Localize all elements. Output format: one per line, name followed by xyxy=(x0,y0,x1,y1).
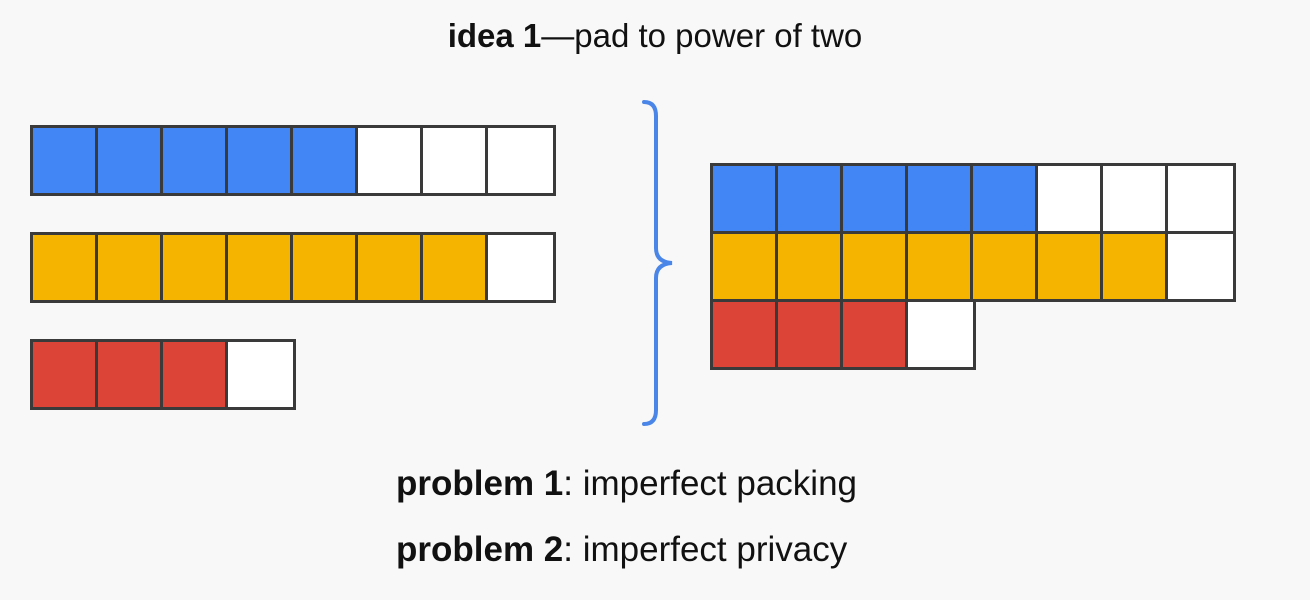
right-brace-icon xyxy=(642,100,673,426)
blue-cell xyxy=(293,128,358,193)
blue-cell xyxy=(843,166,908,231)
packed-yellow-row xyxy=(710,234,1236,302)
blue-cell xyxy=(778,166,843,231)
slide-title: idea 1—pad to power of two xyxy=(0,14,1310,58)
blue-cell xyxy=(973,166,1038,231)
empty-cell xyxy=(228,342,293,407)
blue-cell xyxy=(163,128,228,193)
yellow-cell xyxy=(973,234,1038,299)
blue-row xyxy=(30,125,556,196)
red-cell xyxy=(843,302,908,367)
yellow-row xyxy=(30,232,556,303)
title-bold: idea 1 xyxy=(447,17,542,54)
yellow-cell xyxy=(228,235,293,300)
blue-cell xyxy=(98,128,163,193)
yellow-cell xyxy=(908,234,973,299)
red-cell xyxy=(98,342,163,407)
yellow-cell xyxy=(1038,234,1103,299)
problem-2-bold: problem 2 xyxy=(396,530,564,569)
packed-red-row xyxy=(710,302,976,370)
yellow-cell xyxy=(713,234,778,299)
red-cell xyxy=(33,342,98,407)
red-cell xyxy=(163,342,228,407)
yellow-cell xyxy=(1103,234,1168,299)
empty-cell xyxy=(1168,166,1233,231)
yellow-cell xyxy=(423,235,488,300)
yellow-cell xyxy=(778,234,843,299)
red-cell xyxy=(713,302,778,367)
yellow-cell xyxy=(98,235,163,300)
problem-2: problem 2: imperfect privacy xyxy=(396,528,847,572)
title-rest: —pad to power of two xyxy=(541,17,863,54)
empty-cell xyxy=(488,235,553,300)
blue-cell xyxy=(908,166,973,231)
red-cell xyxy=(778,302,843,367)
blue-cell xyxy=(228,128,293,193)
packed-rows xyxy=(710,163,1236,370)
empty-cell xyxy=(1103,166,1168,231)
empty-cell xyxy=(358,128,423,193)
blue-cell xyxy=(713,166,778,231)
yellow-cell xyxy=(843,234,908,299)
empty-cell xyxy=(488,128,553,193)
empty-cell xyxy=(1038,166,1103,231)
problem-1-bold: problem 1 xyxy=(396,464,564,503)
yellow-cell xyxy=(33,235,98,300)
empty-cell xyxy=(908,302,973,367)
empty-cell xyxy=(423,128,488,193)
problem-1-rest: : imperfect packing xyxy=(563,464,858,503)
blue-cell xyxy=(33,128,98,193)
yellow-cell xyxy=(293,235,358,300)
empty-cell xyxy=(1168,234,1233,299)
yellow-cell xyxy=(163,235,228,300)
problem-1: problem 1: imperfect packing xyxy=(396,462,857,506)
packed-blue-row xyxy=(710,163,1236,234)
red-row xyxy=(30,339,296,410)
problem-2-rest: : imperfect privacy xyxy=(563,530,848,569)
yellow-cell xyxy=(358,235,423,300)
